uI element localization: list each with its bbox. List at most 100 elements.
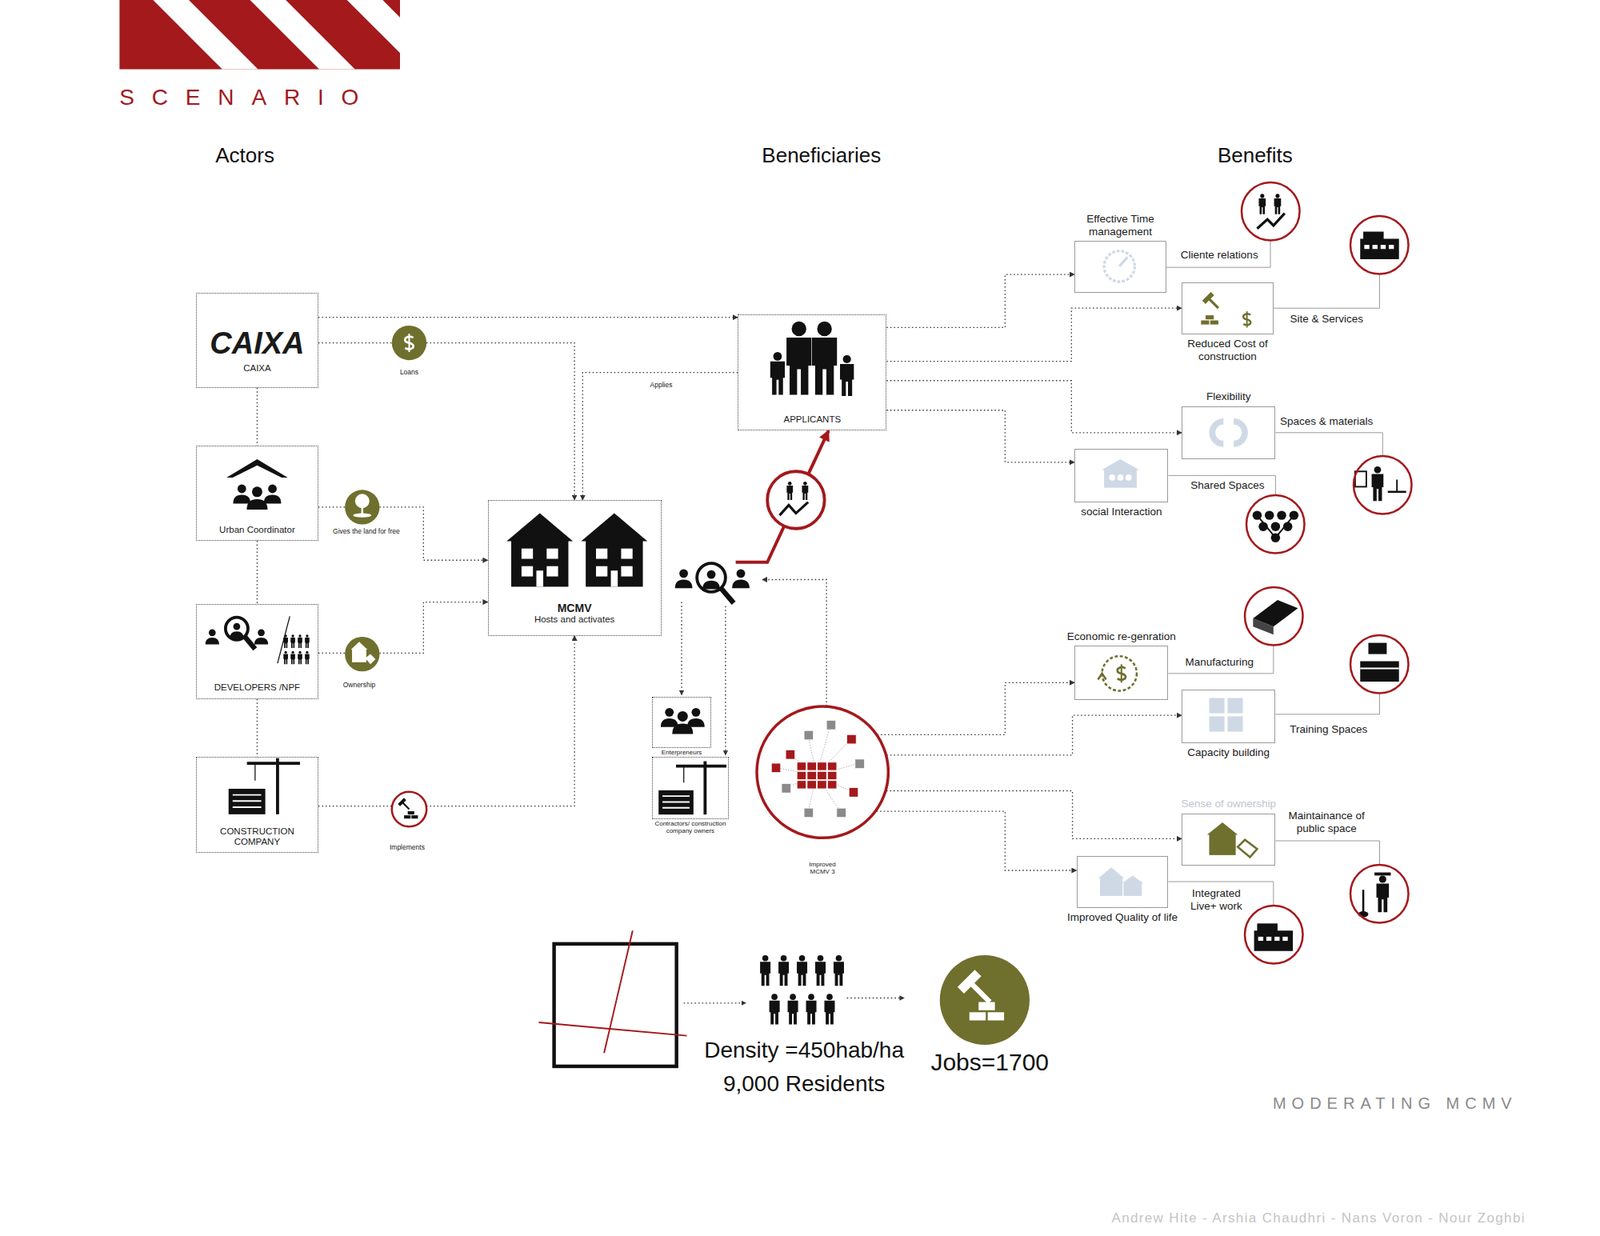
connector [1168,646,1273,674]
circle-outline [1244,493,1307,556]
social-icon [1117,474,1124,481]
node-text: Integrated Live+ work [1181,887,1251,912]
selection-hub-icon [736,568,746,578]
benefit-circle: Integrated Live+ work [1243,904,1305,966]
developer-icon [283,653,288,664]
residents-icon [808,993,815,1000]
modular-cubes-icon [807,771,816,780]
circle-outline [1244,905,1304,964]
developer-icon [284,651,287,654]
modular-cubes-icon [807,780,816,789]
actor-box: MCMVHosts and activates [488,500,662,636]
social-icon [1101,459,1140,471]
residents-icon [769,1000,780,1025]
contractors-crane-icon [703,761,707,816]
connector [582,372,738,500]
quality-icon [1098,867,1125,879]
circle-outline [755,704,890,840]
circle-outline [1353,456,1412,515]
site-services-icon [1364,244,1369,249]
implements-icon [408,811,415,815]
site-services-icon [1360,232,1399,260]
family-icon [786,337,812,396]
social-icon [1104,469,1137,488]
developer-icon [233,623,241,631]
residents-icon [789,993,796,1000]
node-text: Reduced Cost of construction [1169,337,1286,363]
modular-cubes-icon [847,734,856,744]
uplift-icon [779,502,808,516]
land-icon [352,513,372,518]
connector [886,274,1075,328]
modular-cubes-icon [827,780,836,789]
edge-label: Loans [398,368,420,376]
connector [318,343,575,500]
circle-outline [1243,585,1305,648]
economic-icon [1102,656,1137,691]
circle-outline [1244,587,1304,646]
training-spaces-icon [1360,661,1399,683]
benefit-circle: Maintainance of public space [1348,863,1411,925]
urban-coordinator-icon [237,484,247,494]
modular-cubes-icon [816,775,841,812]
node-text: APPLICANTS [784,414,842,425]
construction-crane-icon [276,758,280,815]
implements-icon [397,797,406,806]
social-icon [1101,459,1140,488]
column-heading: Beneficiaries [761,144,881,168]
logo-text: CAIXA [209,328,304,359]
circle-outline [1350,216,1409,275]
mcmv-houses-icon [506,513,573,542]
site-services-icon [1380,244,1386,249]
uplift-icon [801,485,808,500]
family-icon [816,321,832,336]
node-text: CONSTRUCTION COMPANY [201,826,313,848]
cost-icon [1202,292,1215,304]
node-text: Manufacturing [1182,656,1256,669]
connector-path [886,410,1075,463]
developer-icon [225,617,248,640]
ownership-icon [365,654,376,665]
cost-icon [1210,320,1219,325]
site-services-icon [1372,244,1378,249]
manufacturing-icon [1252,618,1274,635]
developer-icon [290,653,296,664]
benefit-circle: Manufacturing [1243,585,1305,648]
gauge-icon [1104,251,1135,282]
training-spaces-icon [1368,643,1387,655]
actor-box: DEVELOPERS /NPF [196,604,319,700]
modular-cubes-icon [781,784,791,793]
modular-cubes-icon [807,762,816,771]
residents-icon [771,993,778,1000]
cost-icon [1246,311,1248,328]
connector-path [886,715,1182,756]
mcmv-houses-icon [585,540,643,588]
client-icon [1260,193,1264,198]
urban-coordinator-icon [232,495,251,504]
shared-spaces-icon [1289,510,1299,520]
developer-icon [291,634,294,637]
selection-hub-icon [675,579,693,588]
entrepreneurs-icon [660,708,705,735]
spaces-materials-icon [1372,473,1384,501]
node-text: DEVELOPERS /NPF [214,682,300,693]
illustration [119,0,1406,1067]
connector-path [1166,240,1271,268]
connector [886,380,1182,433]
modular-cubes-icon [817,780,827,789]
connector-path [1168,646,1273,674]
connector [886,410,1075,463]
cost-icon [1200,292,1251,328]
residents-icon [788,1000,799,1025]
quality-icon [1098,867,1144,896]
shared-spaces-icon [1258,521,1268,531]
family-icon [843,355,852,364]
node-text: CAIXA [243,363,272,374]
figure-label: Density =450hab/ha [704,1037,904,1063]
quality-icon [1123,883,1142,896]
loan-icon [408,333,410,352]
site-services-icon [1360,238,1399,260]
family-icon [812,337,837,396]
developer-icon [291,651,294,654]
residents-icon [799,955,806,962]
